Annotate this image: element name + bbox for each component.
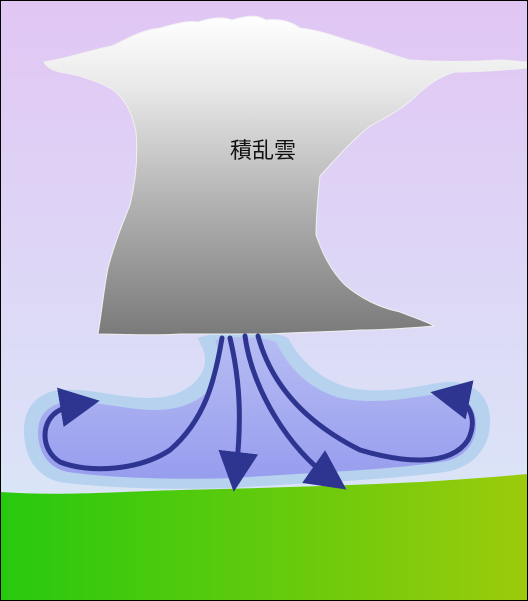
arrow-down-left [42, 335, 225, 472]
cumulonimbus-cloud [43, 15, 528, 336]
arrow-down-center-right [242, 333, 347, 490]
outflow-body [38, 337, 477, 479]
downdraft-arrows [42, 333, 475, 492]
arrow-down-center-left [218, 335, 259, 492]
cloud-label: 積乱雲 [230, 139, 296, 164]
ground [0, 474, 528, 601]
arrow-down-right [255, 333, 475, 463]
